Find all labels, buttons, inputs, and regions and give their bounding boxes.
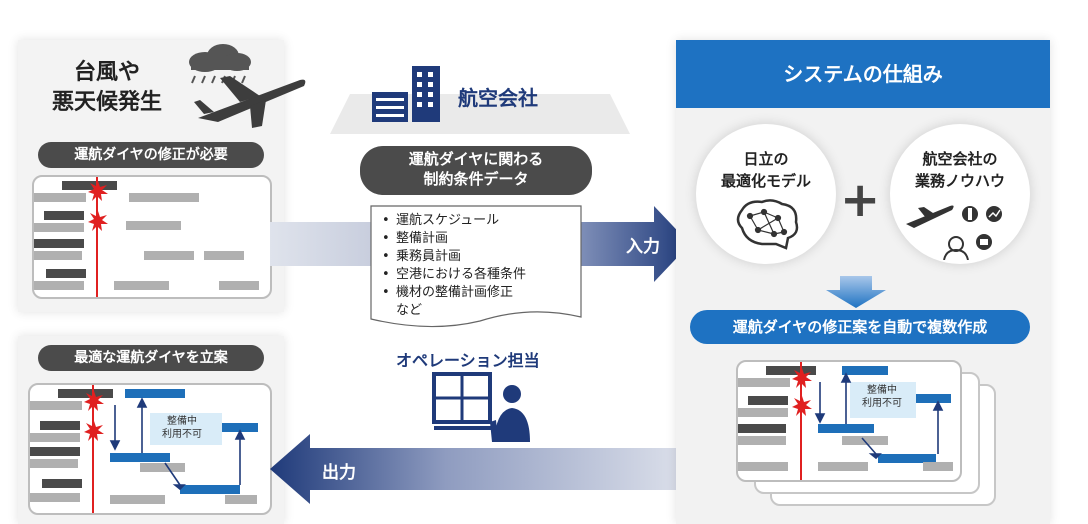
- maintenance-zone: [850, 382, 916, 418]
- building-icon: [372, 66, 440, 122]
- gantt-bar: [62, 181, 117, 190]
- gantt-bar: [34, 193, 86, 202]
- gantt-bar: [34, 239, 84, 248]
- auto-generate-pill: 運航ダイヤの修正案を自動で複数作成: [690, 310, 1030, 344]
- gantt-bar: [40, 421, 80, 430]
- maintenance-note: 整備中 利用不可: [162, 416, 202, 440]
- output-label: 出力: [322, 463, 356, 483]
- constraint-item: 空港における各種条件: [380, 266, 575, 284]
- gantt-bar: [878, 454, 936, 463]
- gantt-bar: [140, 463, 185, 472]
- gantt-bar: [114, 281, 169, 290]
- constraint-tail: など: [396, 303, 423, 318]
- gantt-bar: [44, 211, 84, 220]
- reassign-arrows: [109, 397, 246, 491]
- plus-sign: +: [840, 172, 881, 228]
- gantt-bar: [222, 423, 258, 432]
- operator-icon: [432, 372, 530, 442]
- gantt-bar: [913, 394, 951, 403]
- operation-label: オペレーション担当: [396, 351, 540, 370]
- constraint-data-pill: 運航ダイヤに関わる 制約条件データ: [360, 146, 592, 195]
- gantt-bar: [129, 193, 199, 202]
- gantt-bar: [144, 251, 194, 260]
- constraint-list: 運航スケジュール 整備計画 乗務員計画 空港における各種条件 機材の整備計画修正…: [380, 212, 575, 320]
- input-band: [270, 222, 390, 266]
- system-header: システムの仕組み: [676, 40, 1050, 108]
- left-top-title: 台風や 悪天候発生: [52, 60, 163, 115]
- storm-cloud-icon: [189, 44, 251, 84]
- gantt-bar: [34, 281, 84, 290]
- gantt-bar: [748, 396, 788, 405]
- ai-model-circle: [696, 124, 836, 264]
- optimal-schedule-pill: 最適な運航ダイヤを立案: [38, 345, 264, 371]
- input-label: 入力: [626, 237, 660, 257]
- gantt-bar: [34, 251, 82, 260]
- airline-label: 航空会社: [458, 86, 538, 110]
- left-bottom-gantt: 整備中 利用不可: [28, 383, 272, 515]
- gantt-bar: [30, 493, 80, 502]
- disruption-burst-icon: [792, 368, 812, 388]
- ai-model-title: 日立の 最適化モデル: [720, 150, 811, 190]
- gantt-bar: [180, 485, 240, 494]
- output-arrow: [270, 434, 710, 504]
- gantt-bar: [30, 447, 80, 456]
- disruption-burst-icon: [88, 211, 108, 231]
- maintenance-note: 整備中 利用不可: [862, 385, 902, 409]
- left-top-gantt: [32, 175, 272, 299]
- gantt-bar: [204, 251, 244, 260]
- maintenance-zone: [150, 413, 222, 445]
- gantt-bar: [34, 223, 84, 232]
- gantt-bar: [738, 436, 786, 445]
- constraint-item: 乗務員計画: [380, 248, 575, 266]
- knowhow-circle: [890, 124, 1030, 264]
- gantt-bar: [30, 401, 82, 410]
- disruption-burst-icon: [84, 421, 104, 441]
- gantt-bar: [818, 424, 874, 433]
- gantt-bar: [126, 221, 181, 230]
- gantt-bar: [219, 281, 259, 290]
- gantt-bar: [923, 462, 953, 471]
- gantt-bar: [766, 366, 816, 375]
- current-time-line: [96, 177, 98, 297]
- current-time-line: [92, 385, 94, 513]
- gantt-bar: [738, 462, 788, 471]
- constraint-item: 運航スケジュール: [380, 212, 575, 230]
- gantt-bar: [842, 366, 888, 375]
- disruption-burst-icon: [88, 181, 108, 201]
- brain-network-icon: [736, 199, 799, 250]
- gantt-bar: [818, 462, 868, 471]
- current-time-line: [800, 362, 802, 480]
- gantt-bar: [42, 479, 82, 488]
- disruption-burst-icon: [84, 391, 104, 411]
- constraint-item: 機材の整備計画修正: [380, 284, 575, 302]
- down-arrow: [826, 276, 886, 308]
- reassign-arrows: [814, 372, 944, 460]
- gantt-bar: [738, 378, 790, 387]
- gantt-bar: [30, 459, 78, 468]
- schedule-fix-needed-pill: 運航ダイヤの修正が必要: [38, 142, 264, 168]
- gantt-bar: [110, 453, 170, 462]
- gantt-bar: [738, 408, 788, 417]
- gantt-bar: [125, 389, 185, 398]
- disruption-burst-icon: [792, 396, 812, 416]
- airplane-icon: [194, 76, 306, 128]
- gantt-bar: [110, 495, 165, 504]
- gantt-bar: [30, 433, 80, 442]
- gantt-bar: [58, 389, 113, 398]
- result-gantt-front: 整備中 利用不可: [736, 360, 962, 482]
- gantt-bar: [225, 495, 257, 504]
- airline-knowhow-icon: [906, 205, 1002, 260]
- gantt-bar: [738, 424, 786, 433]
- input-arrow: [580, 206, 690, 282]
- constraint-item: 整備計画: [380, 230, 575, 248]
- knowhow-title: 航空会社の 業務ノウハウ: [914, 150, 1005, 190]
- gantt-bar: [46, 269, 86, 278]
